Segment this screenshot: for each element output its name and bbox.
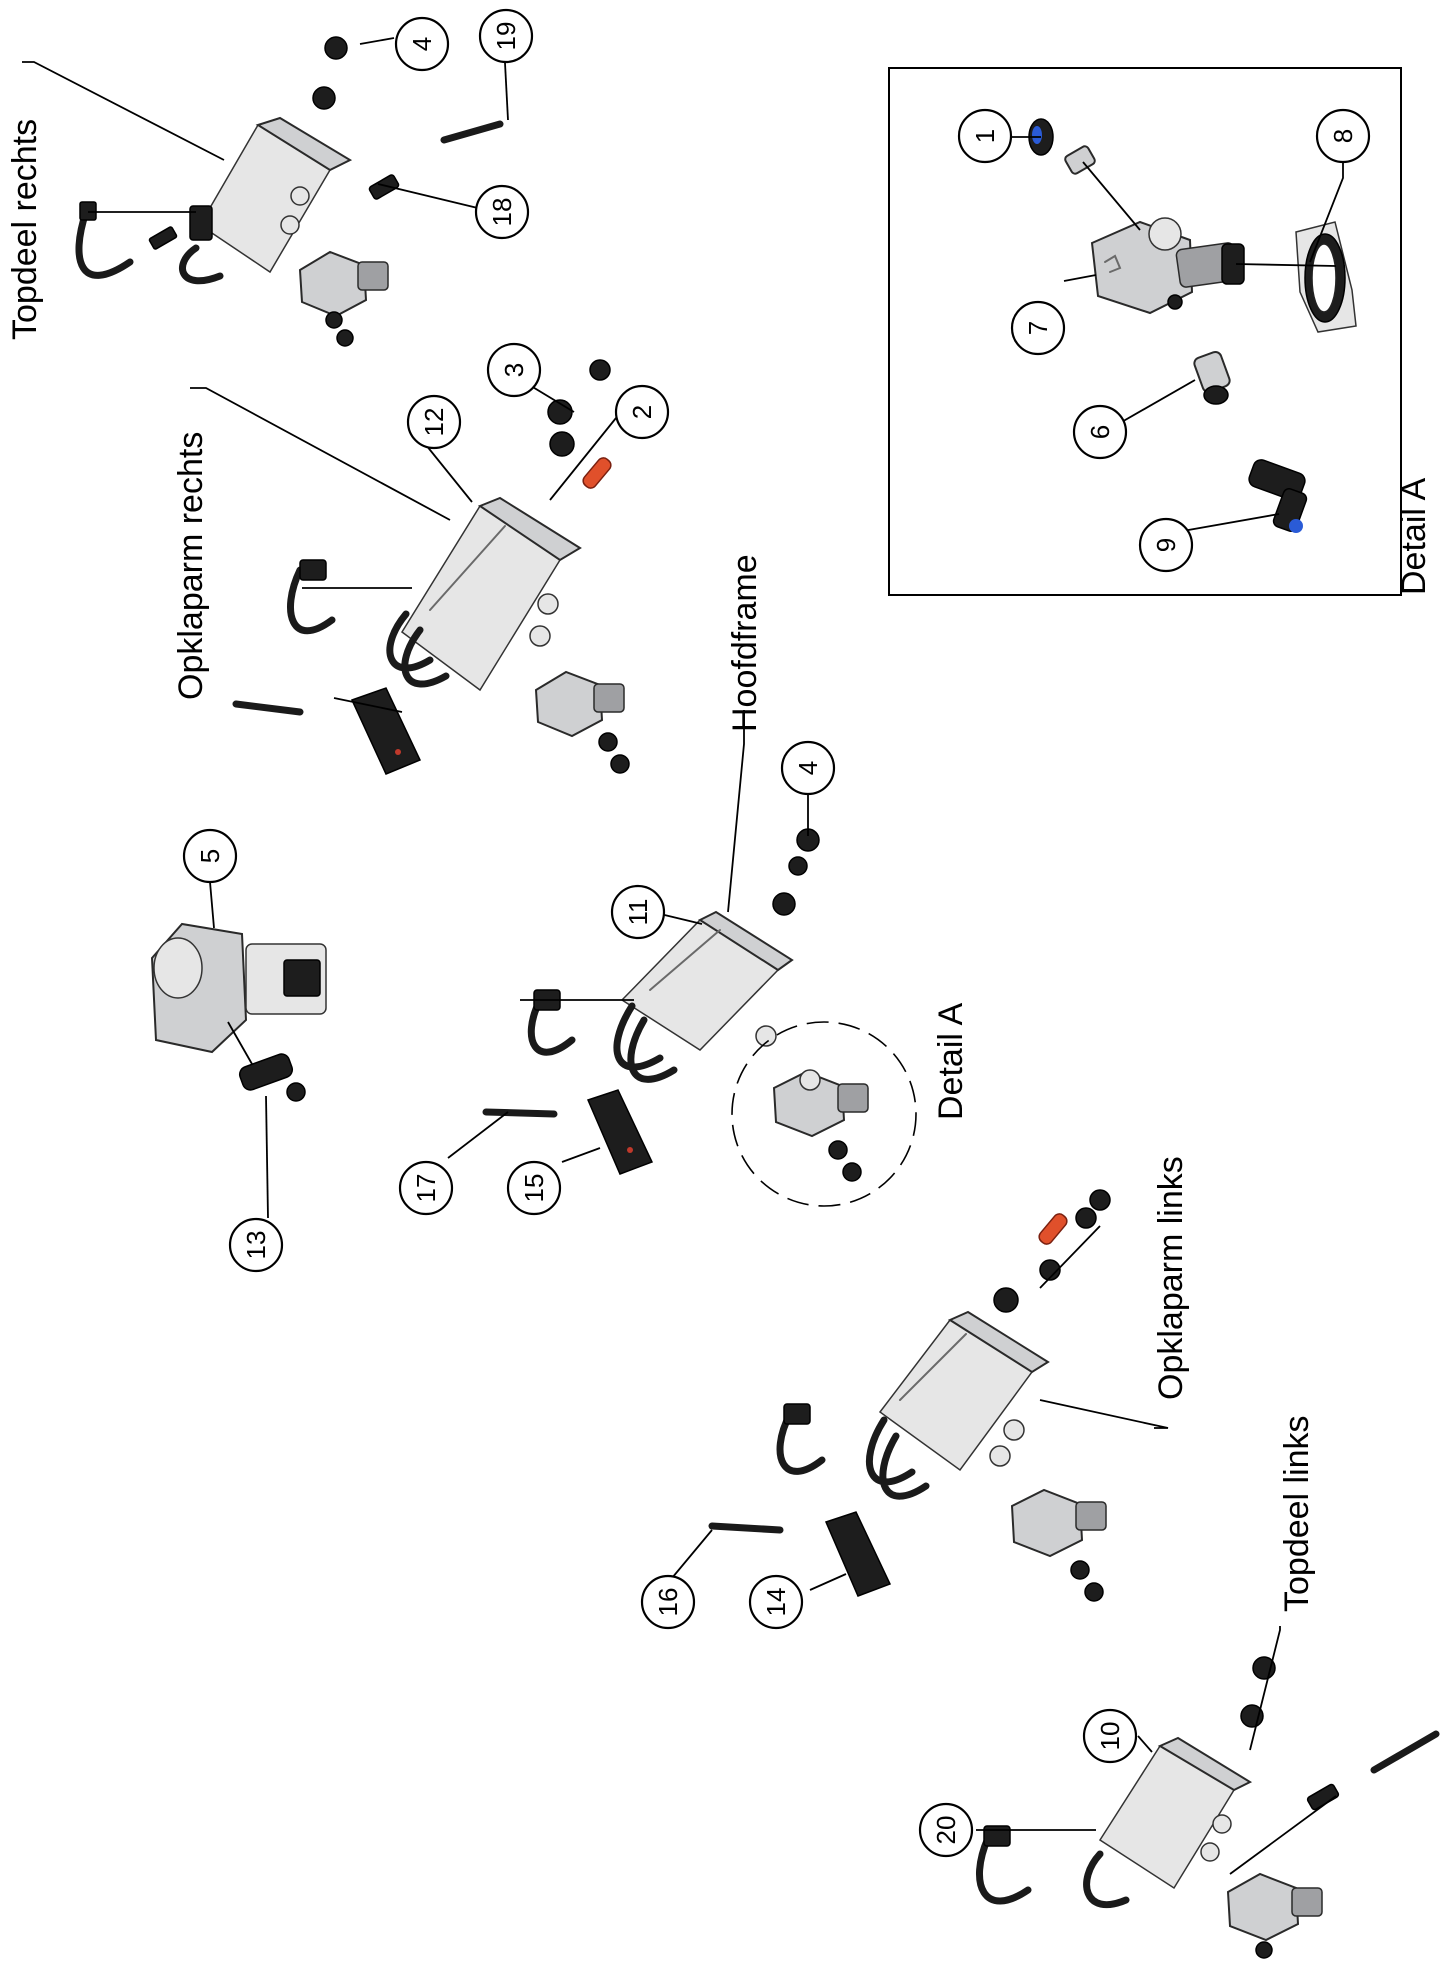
hoofdframe-assembly: Detail A Hoofdframe 11 4 17 15 bbox=[398, 554, 970, 1216]
topdeel-rechts-valve-block bbox=[189, 116, 353, 274]
topdeel-rechts-regulator bbox=[298, 250, 389, 347]
hoofdframe-regulator bbox=[772, 1069, 869, 1182]
balloon-12: 12 bbox=[406, 394, 462, 450]
opklaparm-rechts-manifold-plate bbox=[232, 687, 422, 775]
opklaparm-links-cables bbox=[776, 1410, 930, 1500]
opklaparm-links-valve-block bbox=[878, 1310, 1050, 1472]
hoofdframe-fittings bbox=[772, 828, 820, 916]
svg-text:18: 18 bbox=[487, 198, 517, 227]
topdeel-rechts-sensor bbox=[440, 120, 504, 144]
detail-mounting-bracket-part bbox=[1295, 221, 1357, 333]
opklaparm-links-assembly: Opklaparm links 16 14 bbox=[640, 1156, 1190, 1630]
opklaparm-links-label: Opklaparm links bbox=[1152, 1156, 1190, 1400]
filter-unit-group: 5 13 bbox=[150, 828, 327, 1273]
hoofdframe-manifold-plate bbox=[482, 1089, 654, 1175]
balloon-17: 17 bbox=[398, 1160, 454, 1216]
filter-unit-part bbox=[150, 922, 327, 1054]
svg-text:16: 16 bbox=[653, 1588, 683, 1617]
balloon-7: 7 bbox=[1010, 300, 1066, 356]
opklaparm-rechts-cables bbox=[287, 566, 450, 688]
balloon-6: 6 bbox=[1072, 404, 1128, 460]
topdeel-rechts-label: Topdeel rechts bbox=[6, 119, 44, 340]
svg-text:15: 15 bbox=[519, 1174, 549, 1203]
detail-regulator-part bbox=[1090, 217, 1245, 315]
detail-a-view-label: Detail A bbox=[1395, 478, 1433, 595]
svg-text:1: 1 bbox=[970, 129, 1000, 143]
topdeel-links-valve-block bbox=[1098, 1736, 1253, 1890]
balloon-8: 8 bbox=[1315, 108, 1371, 164]
topdeel-rechts-fittings bbox=[312, 36, 400, 200]
svg-text:10: 10 bbox=[1095, 1722, 1125, 1751]
svg-text:14: 14 bbox=[761, 1588, 791, 1617]
detail-a-callout-label: Detail A bbox=[932, 1003, 970, 1120]
opklaparm-links-fittings bbox=[993, 1189, 1111, 1313]
opklaparm-links-regulator bbox=[1010, 1488, 1107, 1602]
hoofdframe-cables bbox=[527, 996, 678, 1083]
opklaparm-rechts-assembly: Opklaparm rechts 12 3 2 bbox=[172, 342, 670, 775]
balloon-11: 11 bbox=[610, 884, 666, 940]
balloon-20: 20 bbox=[918, 1802, 974, 1858]
opklaparm-rechts-label: Opklaparm rechts bbox=[172, 432, 210, 700]
svg-text:12: 12 bbox=[419, 408, 449, 437]
detail-straight-fitting-part bbox=[1193, 350, 1231, 405]
balloon-4-mid: 4 bbox=[780, 740, 836, 796]
svg-text:2: 2 bbox=[627, 405, 657, 419]
svg-text:5: 5 bbox=[195, 849, 225, 863]
detail-a-view: 1 8 7 6 9 Detail A bbox=[888, 67, 1433, 596]
svg-text:4: 4 bbox=[793, 761, 823, 775]
svg-text:20: 20 bbox=[931, 1816, 961, 1845]
svg-text:8: 8 bbox=[1328, 129, 1358, 143]
svg-text:9: 9 bbox=[1151, 538, 1181, 552]
balloon-10: 10 bbox=[1082, 1708, 1138, 1764]
balloon-15: 15 bbox=[506, 1160, 562, 1216]
topdeel-rechts-cable bbox=[75, 208, 134, 279]
balloon-4-top: 4 bbox=[394, 16, 450, 72]
balloon-5: 5 bbox=[182, 828, 238, 884]
svg-text:13: 13 bbox=[241, 1231, 271, 1260]
topdeel-links-sensor bbox=[1370, 1730, 1440, 1774]
topdeel-rechts-cable-2 bbox=[179, 244, 224, 285]
opklaparm-rechts-valve-block bbox=[400, 496, 582, 692]
balloon-19: 19 bbox=[478, 8, 534, 64]
topdeel-links-fittings bbox=[1240, 1656, 1340, 1811]
svg-text:3: 3 bbox=[499, 363, 529, 377]
topdeel-links-cables bbox=[976, 1834, 1130, 1909]
balloon-13: 13 bbox=[228, 1217, 284, 1273]
opklaparm-rechts-fittings bbox=[547, 359, 612, 489]
detail-a-callout-circle bbox=[731, 1021, 917, 1207]
topdeel-links-regulator bbox=[1226, 1872, 1323, 1959]
balloon-16: 16 bbox=[640, 1574, 696, 1630]
svg-text:6: 6 bbox=[1085, 425, 1115, 439]
balloon-9: 9 bbox=[1138, 517, 1194, 573]
topdeel-rechts-assembly: Topdeel rechts 4 19 18 bbox=[6, 8, 534, 347]
hoofdframe-valve-block bbox=[620, 910, 794, 1051]
balloon-1: 1 bbox=[957, 108, 1013, 164]
balloon-3: 3 bbox=[486, 342, 542, 398]
svg-text:19: 19 bbox=[491, 22, 521, 51]
balloon-18: 18 bbox=[474, 184, 530, 240]
svg-text:7: 7 bbox=[1023, 321, 1053, 335]
balloon-14: 14 bbox=[748, 1574, 804, 1630]
detail-t-fitting-part bbox=[1248, 459, 1308, 533]
topdeel-links-assembly: Topdeel links 10 20 bbox=[918, 1415, 1440, 1959]
balloon-2: 2 bbox=[614, 384, 670, 440]
hoofdframe-label: Hoofdframe bbox=[726, 554, 764, 732]
opklaparm-rechts-regulator bbox=[534, 670, 630, 774]
svg-text:11: 11 bbox=[623, 899, 653, 926]
topdeel-links-label: Topdeel links bbox=[1278, 1415, 1316, 1612]
svg-text:4: 4 bbox=[407, 37, 437, 51]
opklaparm-links-manifold-plate bbox=[708, 1511, 892, 1597]
svg-text:17: 17 bbox=[411, 1174, 441, 1203]
filter-fitting-part bbox=[238, 1053, 306, 1102]
detail-a-frame bbox=[888, 67, 1402, 596]
